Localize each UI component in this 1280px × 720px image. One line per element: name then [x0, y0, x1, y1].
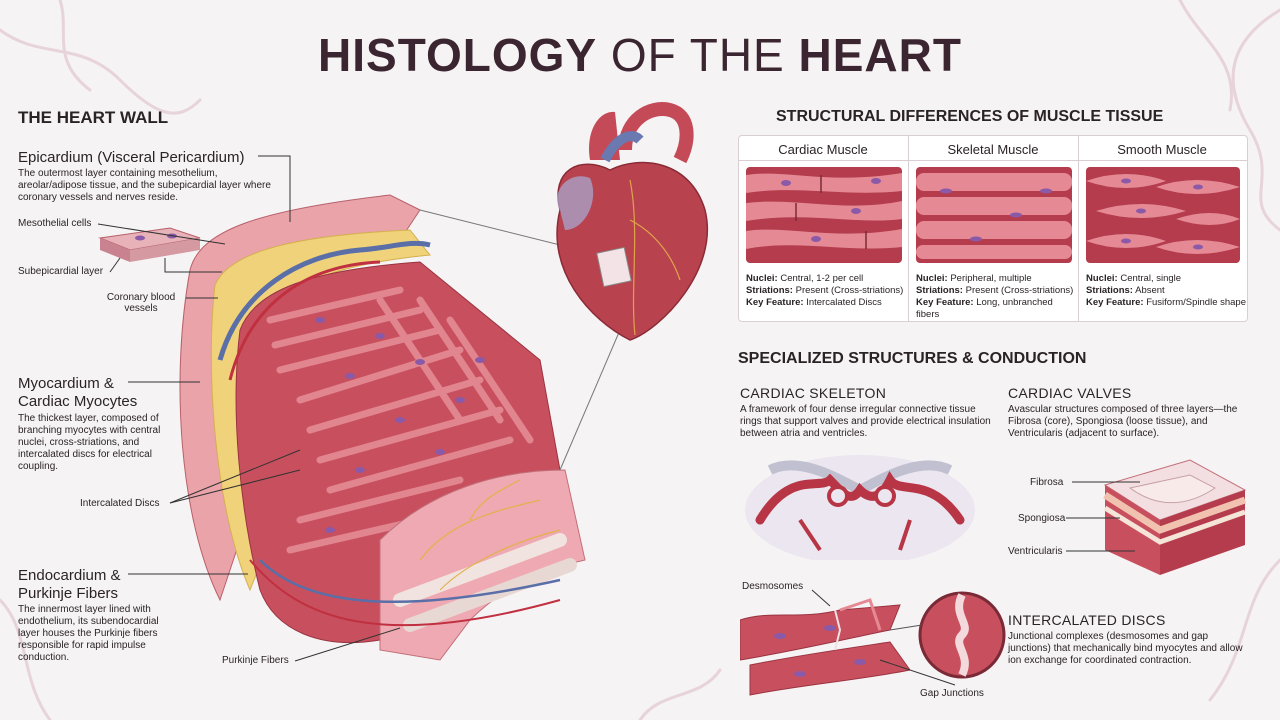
purkinje-fibers-label: Purkinje Fibers — [222, 655, 289, 666]
page-title: HISTOLOGY OF THE HEART — [318, 29, 962, 81]
coronary-vessels-label: Coronary blood vessels — [106, 292, 176, 314]
smooth-muscle-header: Smooth Muscle — [1117, 142, 1207, 157]
intercalated-discs-text: Junctional complexes (desmosomes and gap… — [1008, 631, 1243, 666]
cardiac-valves-heading: CARDIAC VALVES — [1008, 385, 1132, 401]
fibrosa-label: Fibrosa — [1030, 477, 1064, 488]
intercalated-discs-illustration — [740, 591, 1006, 696]
intercalated-discs-heading: INTERCALATED DISCS — [1008, 612, 1166, 628]
desmosomes-label: Desmosomes — [742, 581, 804, 592]
endocardium-heading-1: Endocardium & — [18, 567, 121, 584]
cardiac-skeleton-heading: CARDIAC SKELETON — [740, 385, 887, 401]
smooth-muscle-tile — [1086, 167, 1240, 263]
skeletal-caption: Nuclei: Peripheral, multiple Striations:… — [916, 273, 1074, 320]
ventricularis-label: Ventricularis — [1008, 546, 1063, 557]
endocardium-text: The innermost layer lined with endotheli… — [18, 604, 159, 663]
structural-heading: STRUCTURAL DIFFERENCES OF MUSCLE TISSUE — [776, 108, 1164, 125]
spongiosa-label: Spongiosa — [1018, 513, 1066, 524]
epicardium-text: The outermost layer containing mesotheli… — [18, 168, 271, 203]
myocardium-text: The thickest layer, composed of branchin… — [18, 413, 161, 472]
whole-heart-illustration — [556, 102, 708, 341]
smooth-caption: Nuclei: Central, single Striations: Abse… — [1086, 273, 1247, 308]
cardiac-muscle-tile — [746, 167, 902, 263]
gap-junctions-label: Gap Junctions — [920, 688, 984, 699]
epicardium-heading: Epicardium (Visceral Pericardium) — [18, 149, 245, 166]
myocardium-heading-1: Myocardium & — [18, 375, 114, 392]
specialized-heading: SPECIALIZED STRUCTURES & CONDUCTION — [738, 350, 1087, 367]
myocardium-heading-2: Cardiac Myocytes — [18, 393, 138, 410]
intercalated-discs-label: Intercalated Discs — [80, 498, 160, 509]
cardiac-skeleton-text: A framework of four dense irregular conn… — [740, 404, 991, 439]
cardiac-skeleton-illustration — [745, 455, 975, 560]
valve-layers-illustration — [1103, 459, 1247, 575]
endocardium-heading-2: Purkinje Fibers — [18, 585, 119, 602]
skeletal-muscle-tile — [916, 167, 1072, 263]
mesothelial-cells-label: Mesothelial cells — [18, 218, 92, 229]
heart-wall-illustration — [97, 155, 636, 662]
cardiac-valves-text: Avascular structures composed of three l… — [1008, 404, 1238, 439]
cardiac-caption: Nuclei: Central, 1-2 per cell Striations… — [746, 273, 904, 308]
subepicardial-layer-label: Subepicardial layer — [18, 266, 104, 277]
cardiac-muscle-header: Cardiac Muscle — [778, 142, 868, 157]
heart-wall-heading: THE HEART WALL — [18, 108, 169, 127]
skeletal-muscle-header: Skeletal Muscle — [947, 142, 1039, 157]
